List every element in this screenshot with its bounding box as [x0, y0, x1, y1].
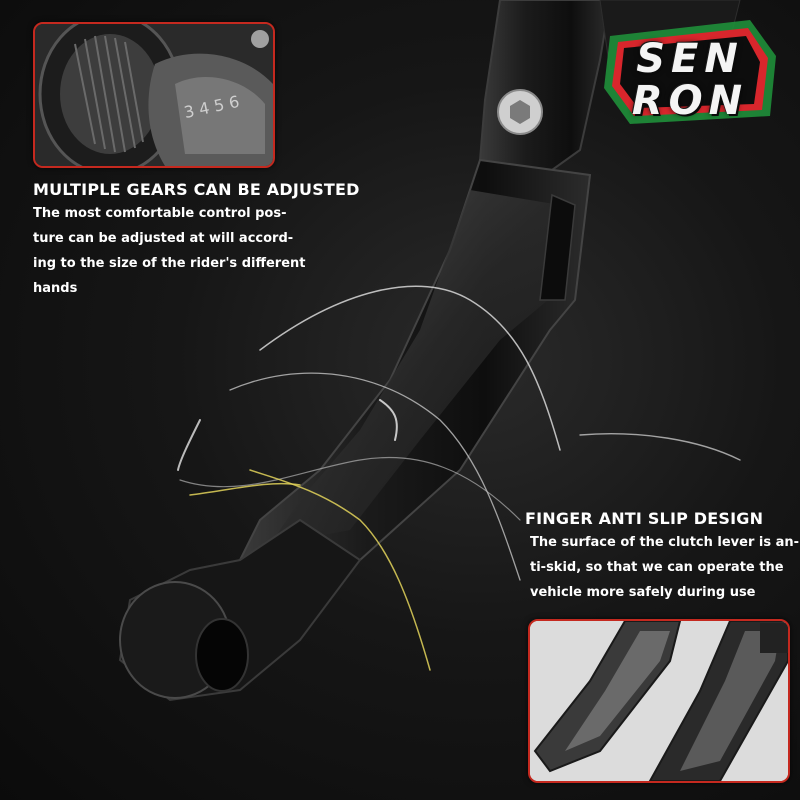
adjuster-dial-image: 3 4 5 6 — [35, 24, 273, 166]
adjuster-closeup-inset: 3 4 5 6 — [33, 22, 275, 168]
grip-image — [530, 621, 788, 781]
grip-line-1: The surface of the clutch lever is an- — [530, 535, 800, 550]
gears-line-2: ture can be adjusted at will accord- — [33, 231, 294, 246]
grip-heading: FINGER ANTI SLIP DESIGN — [525, 509, 764, 528]
grip-line-3: vehicle more safely during use — [530, 585, 756, 600]
logo-line-1: SEN — [636, 36, 744, 82]
grip-line-2: ti-skid, so that we can operate the — [530, 560, 784, 575]
gears-heading: MULTIPLE GEARS CAN BE ADJUSTED — [33, 180, 360, 199]
gears-line-1: The most comfortable control pos- — [33, 206, 287, 221]
brand-logo: SEN RON — [600, 16, 780, 128]
grip-description: The surface of the clutch lever is an- t… — [530, 530, 800, 605]
grip-closeup-inset — [528, 619, 790, 783]
lever-eyelet — [195, 618, 249, 692]
lever-arm — [118, 158, 592, 702]
logo-badge-icon — [604, 20, 776, 124]
gears-description: The most comfortable control pos- ture c… — [33, 201, 306, 301]
light-streaks — [177, 285, 741, 671]
logo-line-2: RON — [631, 78, 749, 124]
gears-line-4: hands — [33, 281, 78, 296]
gears-line-3: ing to the size of the rider's different — [33, 256, 306, 271]
